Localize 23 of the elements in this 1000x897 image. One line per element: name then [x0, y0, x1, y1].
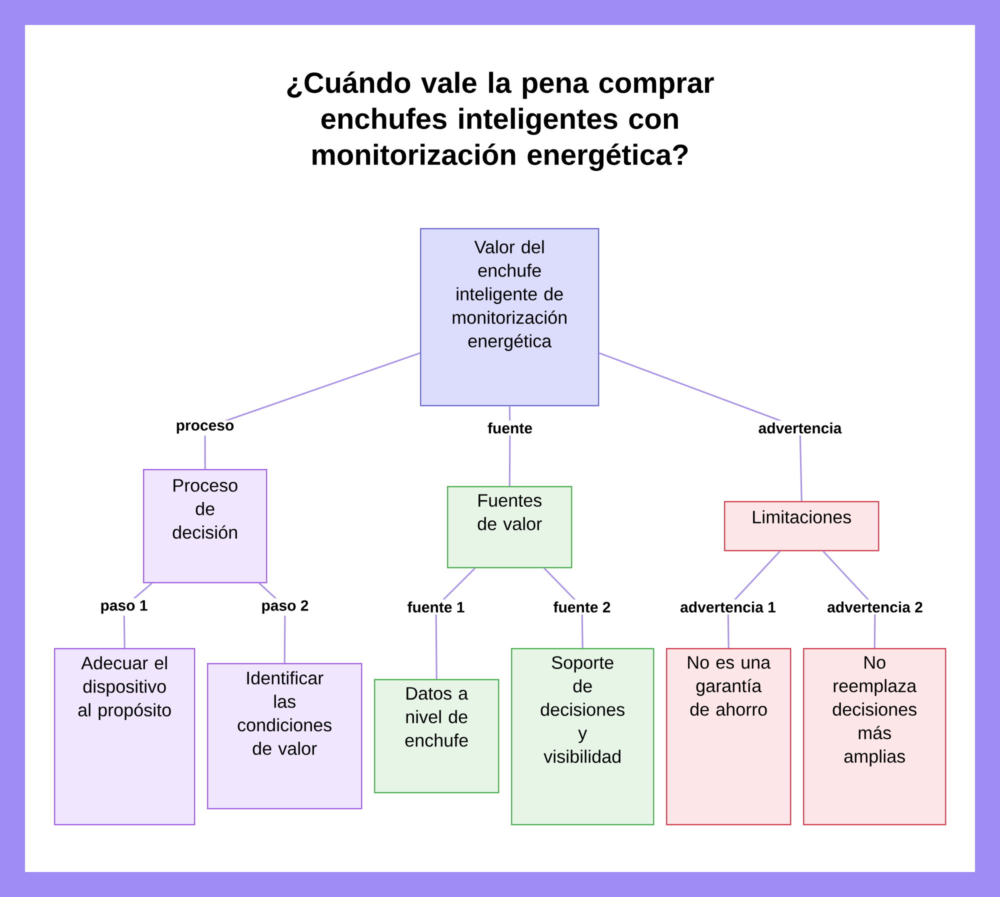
- edge-label: proceso: [174, 420, 236, 436]
- node-box: No reemplaza decisiones más amplias: [803, 648, 946, 826]
- edge-label: fuente 2: [551, 600, 613, 615]
- title: ¿Cuándo vale la pena comprar enchufes inteligentes con monitorización energética?: [287, 72, 714, 171]
- node-box: Identificar las condiciones de valor: [207, 663, 362, 810]
- edge-label: advertencia 2: [825, 600, 925, 615]
- node-box: Limitaciones: [724, 501, 880, 552]
- node-box: Soporte de decisiones y visibilidad: [511, 648, 654, 826]
- edge-label: paso 2: [259, 598, 311, 616]
- node-box: Adecuar el dispositivo al propósito: [54, 648, 196, 826]
- node-box: Valor del enchufe inteligente de monitorización energética: [420, 228, 600, 406]
- node-box: Datos a nivel de enchufe: [374, 679, 500, 794]
- edge-label: advertencia 1: [678, 600, 778, 615]
- node-box: No es una garantía de ahorro: [666, 648, 792, 826]
- edge-label: advertencia: [756, 420, 844, 436]
- connector: [598, 352, 802, 502]
- connector: [435, 568, 476, 680]
- node-box: Proceso de decisión: [143, 469, 268, 584]
- node-box: Fuentes de valor: [447, 486, 572, 568]
- connector: [204, 352, 420, 469]
- edge-label: fuente: [486, 420, 534, 436]
- edge-label: fuente 1: [405, 600, 467, 615]
- edge-label: paso 1: [98, 598, 150, 616]
